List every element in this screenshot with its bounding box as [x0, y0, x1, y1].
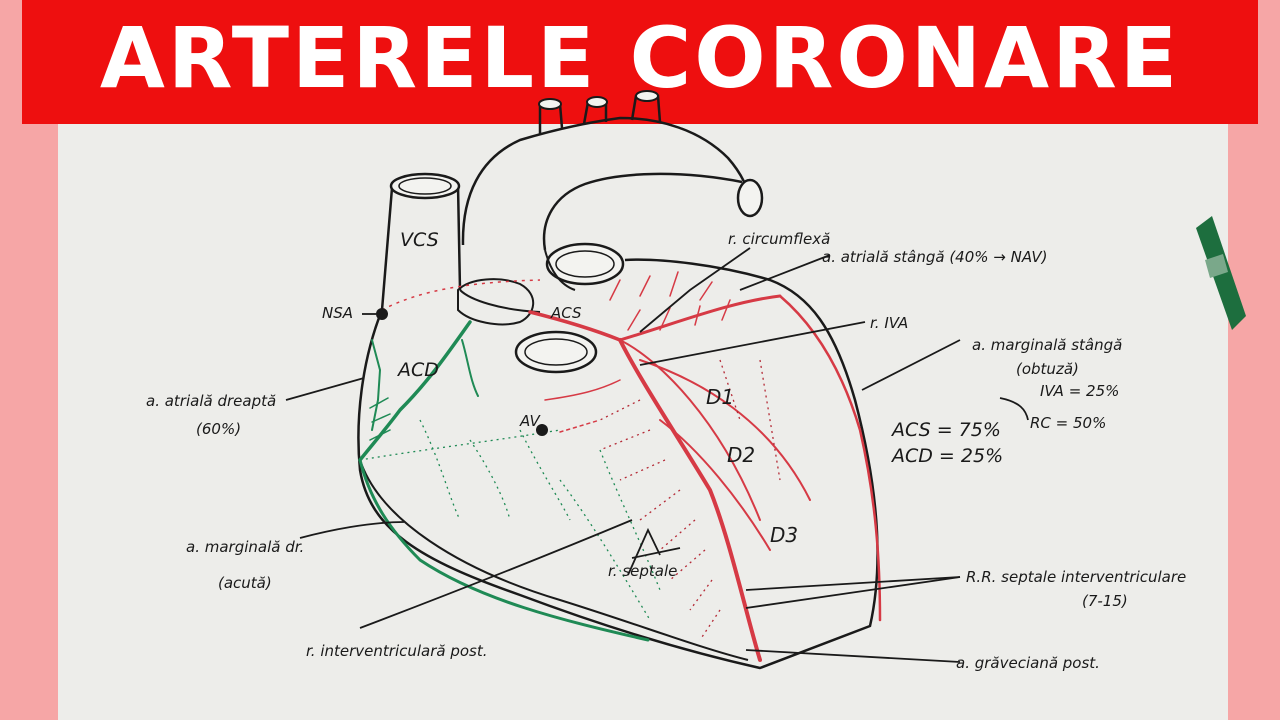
heart-outline — [357, 258, 879, 670]
left-auricle — [544, 249, 576, 291]
pulmonary-trunk-inner — [555, 250, 615, 278]
sinoatrial-node-marker — [376, 308, 388, 320]
posterior-margin — [359, 459, 749, 661]
label-d3: D3 — [770, 523, 798, 547]
left-carotid-opening — [586, 96, 608, 108]
marker-pen-icon — [1196, 216, 1246, 330]
label-d2: D2 — [727, 443, 755, 467]
septal-branches — [599, 359, 781, 641]
label-nsa: NSA — [322, 304, 353, 322]
superior-vena-cava — [380, 184, 462, 311]
banner-title: ARTERELE CORONARE — [99, 9, 1181, 107]
label-septale-range: (7-15) — [1082, 592, 1128, 610]
label-acuta: (acută) — [218, 574, 272, 592]
label-dreapta-percent: (60%) — [196, 420, 241, 438]
aortic-valve-inner — [524, 338, 588, 366]
aortic-valve-opening — [514, 330, 598, 374]
aortic-arch — [461, 116, 754, 246]
atrium-outline — [459, 289, 541, 313]
label-acs-percent: ACS = 75% — [890, 419, 1001, 441]
left-subclavian-opening — [635, 90, 659, 102]
paper-sheet — [58, 124, 1228, 720]
left-coronary-artery — [528, 271, 882, 662]
descending-aorta-opening — [736, 178, 764, 218]
label-r-iva: r. IVA — [870, 314, 908, 332]
label-rr-septale: R.R. septale interventriculare — [966, 568, 1186, 586]
label-a-atriala-dreapta: a. atrială dreaptă — [146, 392, 276, 410]
label-a-gaveciana-post: a. grăveciană post. — [956, 654, 1100, 672]
brachiocephalic-opening — [538, 98, 562, 110]
right-auricle — [457, 278, 535, 326]
title-banner: ARTERELE CORONARE — [22, 0, 1258, 124]
label-rc-percent: RC = 50% — [1030, 414, 1106, 432]
label-r-circumflexa: r. circumflexă — [728, 230, 830, 248]
av-node-marker — [536, 424, 548, 436]
label-acd: ACD — [396, 359, 439, 381]
coronary-sulcus — [381, 279, 541, 311]
label-av: AV — [519, 412, 542, 430]
label-acd-percent: ACD = 25% — [890, 445, 1003, 467]
label-d1: D1 — [706, 385, 734, 409]
pointer-lines — [285, 247, 1029, 663]
label-r-septale: r. septale — [608, 562, 677, 580]
label-vcs: VCS — [400, 229, 439, 251]
label-obtuza: (obtuză) — [1016, 360, 1079, 378]
aortic-arch-inner — [542, 172, 743, 251]
posterior-branches — [359, 419, 661, 621]
label-a-marginala-stanga: a. marginală stângă — [972, 336, 1122, 354]
label-acs: ACS — [550, 304, 582, 322]
label-a-marginala-dreapta: a. marginală dr. — [186, 538, 304, 556]
label-r-interventriculara-post: r. interventriculară post. — [306, 642, 488, 660]
right-coronary-artery — [358, 320, 650, 642]
label-a-atriala-stanga: a. atrială stângă (40% → NAV) — [822, 248, 1047, 266]
label-iva-percent: IVA = 25% — [1040, 382, 1119, 400]
svc-opening-inner — [398, 177, 452, 195]
